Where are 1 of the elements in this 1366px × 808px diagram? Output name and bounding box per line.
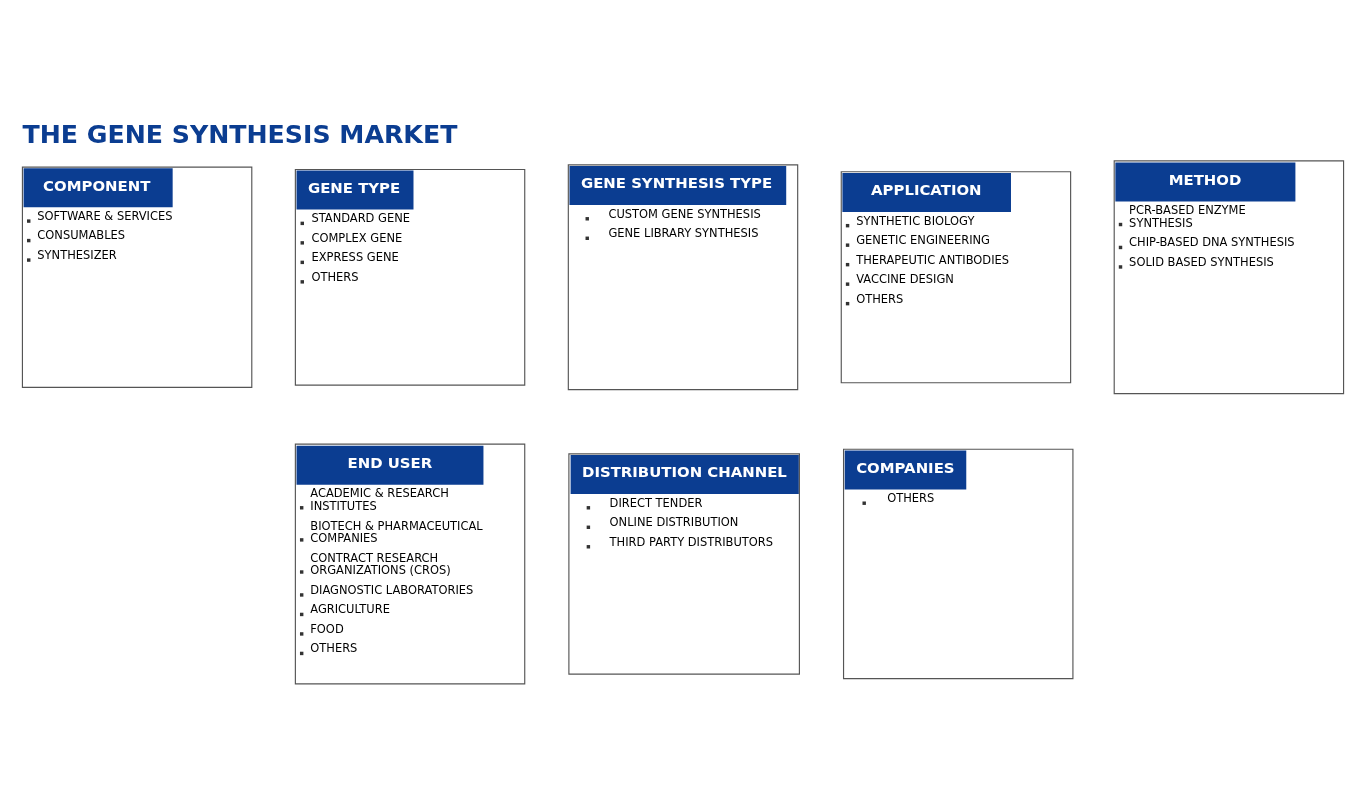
diagram-title: THE GENE SYNTHESIS MARKET [22,120,458,150]
